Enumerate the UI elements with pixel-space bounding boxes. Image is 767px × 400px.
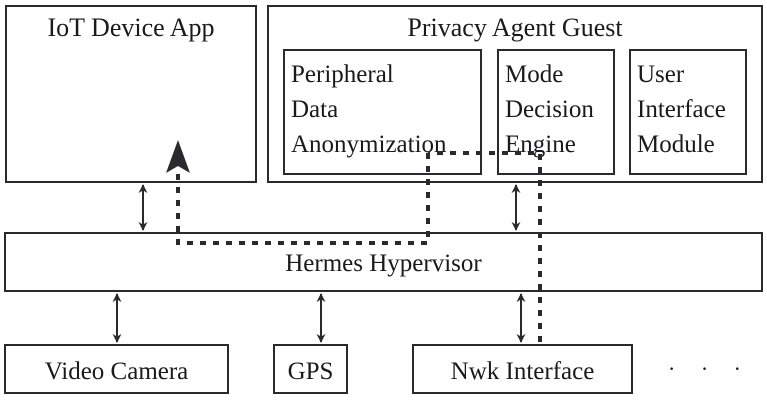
video-camera-label: Video Camera: [44, 358, 189, 385]
gps-label: GPS: [287, 358, 334, 385]
hermes-hypervisor-box: Hermes Hypervisor: [4, 232, 763, 292]
gps-box: GPS: [273, 344, 348, 394]
mode-decision-engine-label: Mode Decision Engine: [505, 61, 594, 158]
video-camera-box: Video Camera: [4, 344, 229, 394]
peripheral-data-anonymization-box: Peripheral Data Anonymization: [283, 49, 482, 175]
peripheral-data-anonymization-label: Peripheral Data Anonymization: [291, 61, 447, 158]
privacy-agent-guest-title: Privacy Agent Guest: [407, 13, 623, 42]
hermes-hypervisor-label: Hermes Hypervisor: [285, 250, 482, 277]
user-interface-module-box: User Interface Module: [629, 49, 747, 175]
iot-device-app-box: IoT Device App: [5, 5, 257, 183]
nwk-interface-label: Nwk Interface: [450, 358, 595, 385]
user-interface-module-label: User Interface Module: [637, 61, 726, 158]
iot-device-app-title: IoT Device App: [47, 13, 215, 42]
more-peripherals-ellipsis: · · ·: [668, 356, 751, 381]
nwk-interface-box: Nwk Interface: [412, 344, 633, 394]
mode-decision-engine-box: Mode Decision Engine: [497, 49, 615, 175]
